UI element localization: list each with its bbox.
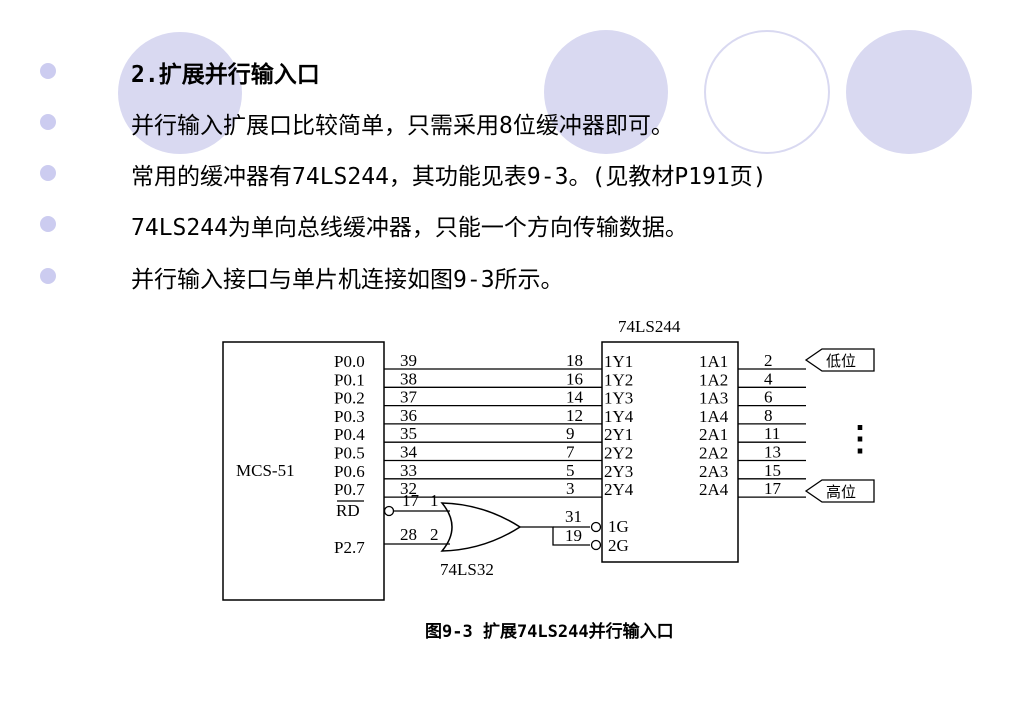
buffer-y-label: 1Y3: [604, 389, 633, 408]
list-item: 并行输入扩展口比较简单，只需采用8位缓冲器即可。: [0, 102, 1023, 142]
buffer-left-pin-number: 5: [566, 461, 575, 480]
buffer-right-pin-number: 11: [764, 424, 780, 443]
g2-label: 2G: [608, 536, 629, 555]
gate-output-wire: [520, 526, 590, 546]
buffer-right-pin-number: 13: [764, 443, 781, 462]
mcu-pin-number: 32: [400, 479, 417, 498]
mcu-port-label: P0.4: [334, 425, 365, 444]
or-gate: [440, 502, 522, 552]
buffer-y-label: 2Y3: [604, 462, 633, 481]
mcu-pin-number: 33: [400, 461, 417, 480]
mcu-pin-number: 39: [400, 351, 417, 370]
decorative-circle-1: [118, 32, 242, 154]
mcu-port-label: P0.5: [334, 444, 365, 463]
buffer-left-pin-number: 12: [566, 406, 583, 425]
list-item: 74LS244为单向总线缓冲器，只能一个方向传输数据。: [0, 204, 1023, 244]
gate-input-1-pin: 1: [430, 491, 439, 510]
buffer-y-label: 1Y2: [604, 370, 633, 389]
buffer-right-pin-number: 6: [764, 388, 773, 407]
buffer-a-label: 2A3: [699, 462, 728, 481]
buffer-a-label: 1A4: [699, 407, 729, 426]
buffer-a-label: 2A1: [699, 425, 728, 444]
mcu-port-label: P0.6: [334, 462, 365, 481]
buffer-y-label: 2Y2: [604, 444, 633, 463]
buffer-y-label: 2Y1: [604, 425, 633, 444]
buffer-right-pin-number: 8: [764, 406, 773, 425]
bullet-text: 常用的缓冲器有74LS244，其功能见表9-3。(见教材P191页): [131, 164, 767, 190]
rd-pin: 17: [402, 491, 420, 510]
buffer-y-label: 1Y1: [604, 352, 633, 371]
buffer-left-pin-number: 18: [566, 351, 583, 370]
bullet-dot: [40, 165, 56, 181]
buffer-right-pin-number: 2: [764, 351, 773, 370]
gate-input-2-pin: 2: [430, 525, 439, 544]
buffer-right-pin-number: 15: [764, 461, 781, 480]
mcu-pin-number: 35: [400, 424, 417, 443]
list-item: 2.扩展并行输入口: [0, 51, 1023, 91]
buffer-a-label: 2A4: [699, 480, 729, 499]
p27-label: P2.7: [334, 538, 365, 557]
mcu-label: MCS-51: [236, 461, 295, 480]
buffer-left-pin-number: 16: [566, 369, 583, 388]
buffer-right-pin-number: 4: [764, 369, 773, 388]
buffer-a-label: 2A2: [699, 444, 728, 463]
mcu-pin-number: 36: [400, 406, 417, 425]
low-flag: [804, 348, 875, 372]
buffer-left-pin-number: 7: [566, 443, 575, 462]
high-flag: [804, 479, 875, 503]
gate-label: 74LS32: [440, 560, 494, 579]
ellipsis-mark: ⋮: [843, 421, 877, 458]
g2-inversion-bubble: [590, 539, 602, 551]
bullet-dot: [40, 63, 56, 79]
decorative-circle-2: [544, 30, 668, 154]
buffer-a-label: 1A2: [699, 370, 728, 389]
buffer-chip-box: [601, 341, 739, 563]
list-item: 并行输入接口与单片机连接如图9-3所示。: [0, 256, 1023, 296]
bullet-dot: [40, 268, 56, 284]
mcu-pin-number: 38: [400, 369, 417, 388]
buffer-left-pin-number: 14: [566, 388, 584, 407]
buffer-left-pin-number: 9: [566, 424, 575, 443]
buffer-y-label: 1Y4: [604, 407, 634, 426]
decorative-circle-3: [846, 30, 972, 154]
rd-inversion-bubble: [383, 505, 395, 517]
p27-pin: 28: [400, 525, 417, 544]
chip-title: 74LS244: [618, 317, 681, 336]
bullet-text: 74LS244为单向总线缓冲器，只能一个方向传输数据。: [131, 215, 688, 241]
g1-inversion-bubble: [590, 521, 602, 533]
buffer-left-pin-number: 3: [566, 479, 575, 498]
mcu-port-label: P0.0: [334, 352, 365, 371]
mcu-port-label: P0.1: [334, 370, 365, 389]
g1-label: 1G: [608, 517, 629, 536]
mcu-port-label: P0.7: [334, 480, 365, 499]
bullet-dot: [40, 216, 56, 232]
low-label: 低位: [826, 352, 856, 370]
buffer-y-label: 2Y4: [604, 480, 634, 499]
buffer-a-label: 1A3: [699, 389, 728, 408]
figure-caption: 图9-3 扩展74LS244并行输入口: [425, 622, 674, 642]
bullet-text: 2.扩展并行输入口: [131, 62, 320, 88]
mcu-pin-number: 37: [400, 388, 418, 407]
buffer-a-label: 1A1: [699, 352, 728, 371]
gate-output-pin: 31: [565, 507, 582, 526]
mcu-port-label: P0.2: [334, 389, 365, 408]
mcu-pin-number: 34: [400, 443, 418, 462]
list-item: 常用的缓冲器有74LS244，其功能见表9-3。(见教材P191页): [0, 153, 1023, 193]
buffer-right-pin-number: 17: [764, 479, 782, 498]
mcu-box: [222, 341, 385, 601]
bullet-dot: [40, 114, 56, 130]
bullet-text: 并行输入扩展口比较简单，只需采用8位缓冲器即可。: [131, 113, 674, 139]
bullet-text: 并行输入接口与单片机连接如图9-3所示。: [131, 267, 564, 293]
g2-pin: 19: [565, 526, 582, 545]
high-label: 高位: [826, 483, 856, 501]
decorative-ring-1: [704, 30, 830, 154]
mcu-port-label: P0.3: [334, 407, 365, 426]
rd-label: RD: [336, 501, 360, 520]
